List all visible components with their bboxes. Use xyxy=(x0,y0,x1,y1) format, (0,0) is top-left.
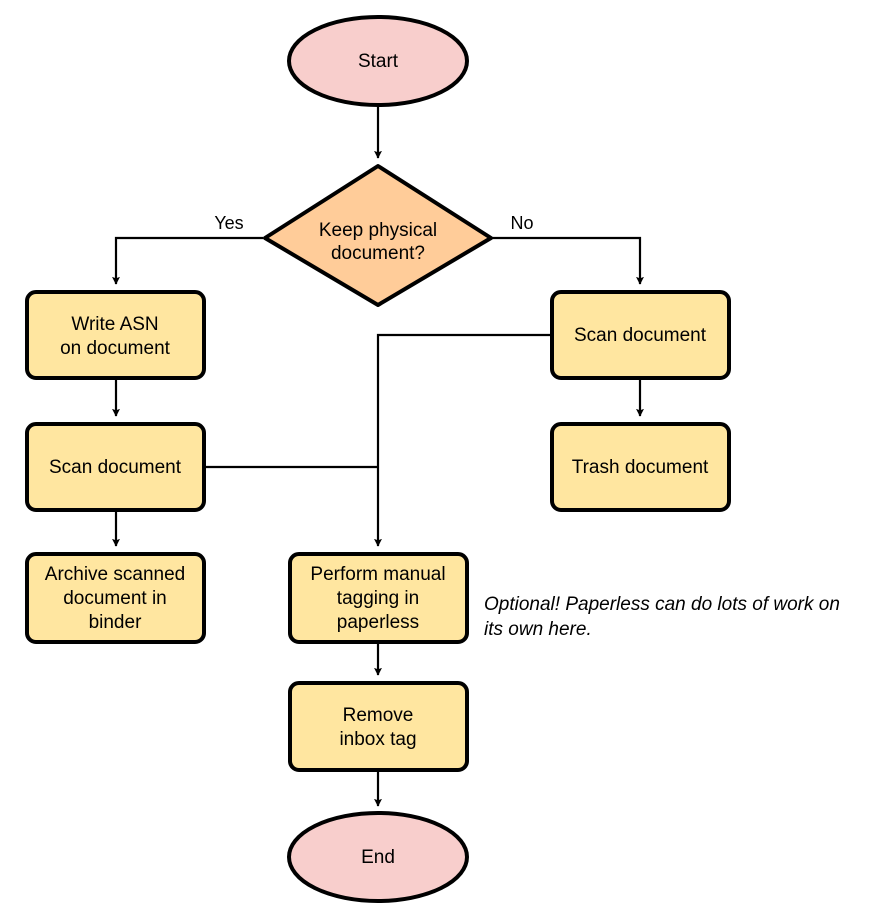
write-asn-label-line2: on document xyxy=(60,338,171,359)
node-scan-document-right[interactable]: Scan document xyxy=(550,290,731,380)
note-optional-paperless: Optional! Paperless can do lots of work … xyxy=(484,594,840,640)
tagging-label-line2: tagging in xyxy=(337,588,419,609)
start-label: Start xyxy=(358,51,399,72)
tagging-label-line3: paperless xyxy=(337,612,419,633)
node-write-asn-on-document[interactable]: Write ASN on document xyxy=(25,290,206,380)
scan-document-left-label: Scan document xyxy=(49,457,182,478)
remove-inbox-tag-box xyxy=(288,681,469,772)
tagging-box xyxy=(288,552,469,644)
trash-document-label: Trash document xyxy=(572,457,709,478)
end-ellipse xyxy=(287,811,469,903)
node-perform-manual-tagging[interactable]: Perform manual tagging in paperless xyxy=(288,552,469,644)
end-label: End xyxy=(361,847,395,868)
tagging-label-line1: Perform manual xyxy=(310,564,445,585)
remove-inbox-label-line1: Remove xyxy=(343,705,414,726)
decision-diamond xyxy=(263,164,493,307)
start-ellipse xyxy=(287,15,469,107)
edge-decision-yes-to-write-asn xyxy=(112,236,263,285)
node-end[interactable]: End xyxy=(287,811,469,903)
connector-layer xyxy=(112,105,644,807)
node-scan-document-left[interactable]: Scan document xyxy=(25,422,206,512)
archive-label-line1: Archive scanned xyxy=(45,564,185,585)
note-line1: Optional! Paperless can do lots of work … xyxy=(484,594,840,615)
scan-document-right-label: Scan document xyxy=(574,325,707,346)
edge-label-yes: Yes xyxy=(214,213,243,233)
node-decision-keep-physical-document[interactable]: Keep physical document? xyxy=(263,164,493,307)
decision-label-line1: Keep physical xyxy=(319,220,437,241)
archive-label-line2: document in xyxy=(63,588,167,609)
edge-decision-no-to-scan-right xyxy=(492,236,644,285)
scan-document-left-box xyxy=(25,422,206,512)
node-remove-inbox-tag[interactable]: Remove inbox tag xyxy=(288,681,469,772)
scan-document-right-box xyxy=(550,290,731,380)
node-start[interactable]: Start xyxy=(287,15,469,107)
node-archive-scanned-document[interactable]: Archive scanned document in binder xyxy=(25,552,206,644)
edge-scan-right-to-tagging xyxy=(374,333,551,547)
remove-inbox-label-line2: inbox tag xyxy=(339,729,416,750)
node-trash-document[interactable]: Trash document xyxy=(550,422,731,512)
archive-box xyxy=(25,552,206,644)
trash-document-box xyxy=(550,422,731,512)
write-asn-box xyxy=(25,290,206,380)
decision-label-line2: document? xyxy=(331,243,425,264)
write-asn-label-line1: Write ASN xyxy=(71,314,158,335)
note-line2: its own here. xyxy=(484,619,592,640)
archive-label-line3: binder xyxy=(89,612,142,633)
edge-label-no: No xyxy=(510,213,533,233)
